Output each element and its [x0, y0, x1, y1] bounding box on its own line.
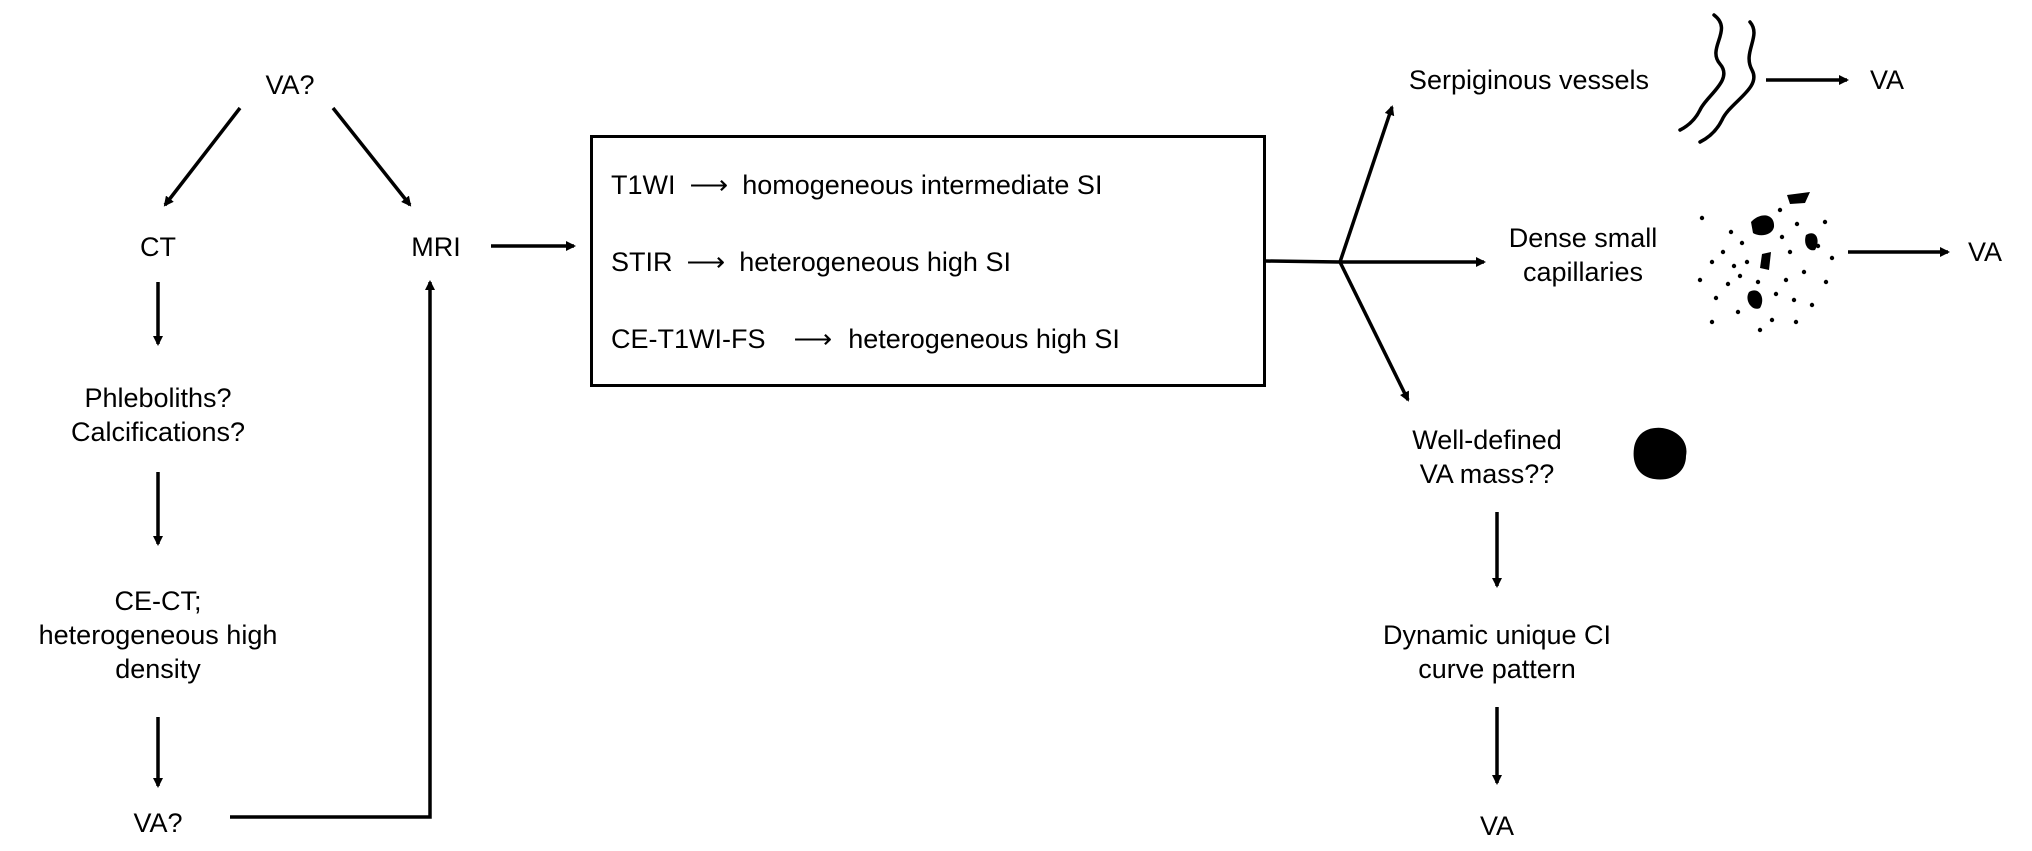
phleboliths-line-2: Calcifications?	[70, 417, 246, 447]
arrow-va-to-ct	[163, 106, 242, 207]
node-va-dense: VA	[1967, 237, 2003, 267]
mri-row-ce-t1wi-fs: CE-T1WI-FS ⟶ heterogeneous high SI	[611, 322, 1120, 356]
sequence-ce-t1wi-fs: CE-T1WI-FS	[611, 324, 766, 354]
dense-line-2: capillaries	[1522, 257, 1644, 287]
node-dynamic-ci-curve: Dynamic unique CI curve pattern	[1383, 618, 1611, 686]
sequence-t1wi: T1WI	[611, 170, 676, 200]
dynamic-line-2: curve pattern	[1418, 654, 1576, 684]
node-ct: CT	[140, 232, 176, 262]
cect-line-3: density	[115, 654, 201, 684]
arrow-branch-to-welldefined	[1338, 261, 1410, 402]
sequence-stir: STIR	[611, 247, 673, 277]
finding-stir: heterogeneous high SI	[739, 247, 1011, 277]
dense-line-1: Dense small	[1508, 223, 1658, 253]
dynamic-line-1: Dynamic unique CI	[1382, 620, 1612, 650]
wavy-vessels-icon	[1678, 13, 1756, 144]
mri-findings-box: T1WI ⟶ homogeneous intermediate SI STIR ⟶ he…	[590, 135, 1266, 387]
cect-line-1: CE-CT;	[114, 586, 202, 616]
node-serpiginous-vessels: Serpiginous vessels	[1408, 65, 1650, 95]
node-va-serpiginous: VA	[1869, 65, 1905, 95]
mri-row-t1wi: T1WI ⟶ homogeneous intermediate SI	[611, 168, 1102, 202]
mri-row-stir: STIR ⟶ heterogeneous high SI	[611, 245, 1011, 279]
cect-line-2: heterogeneous high	[38, 620, 278, 650]
box-to-branch-line	[1265, 259, 1341, 264]
node-va-ct-result: VA?	[133, 808, 183, 838]
scattered-dots-icon	[1697, 192, 1835, 333]
node-mri: MRI	[411, 232, 461, 262]
black-mass-icon	[1633, 427, 1687, 480]
welldefined-line-2: VA mass??	[1419, 459, 1555, 489]
row-arrow-icon: ⟶	[689, 170, 729, 200]
welldefined-line-1: Well-defined	[1412, 425, 1562, 455]
node-va-start: VA?	[265, 70, 315, 100]
arrow-va-loop-to-mri	[230, 280, 435, 819]
node-cect: CE-CT; heterogeneous high density	[39, 584, 278, 686]
arrow-va-to-mri	[331, 106, 412, 207]
arrow-branch-to-serpiginous	[1338, 105, 1395, 263]
row-arrow-icon: ⟶	[793, 324, 833, 354]
row-arrow-icon: ⟶	[686, 247, 726, 277]
node-dense-small-capillaries: Dense small capillaries	[1509, 221, 1658, 289]
phleboliths-line-1: Phleboliths?	[84, 383, 232, 413]
finding-t1wi: homogeneous intermediate SI	[742, 170, 1103, 200]
node-phleboliths-calcifications: Phleboliths? Calcifications?	[71, 381, 245, 449]
finding-ce-t1wi-fs: heterogeneous high SI	[848, 324, 1120, 354]
node-va-dynamic: VA	[1479, 811, 1515, 841]
node-well-defined-mass: Well-defined VA mass??	[1412, 423, 1562, 491]
